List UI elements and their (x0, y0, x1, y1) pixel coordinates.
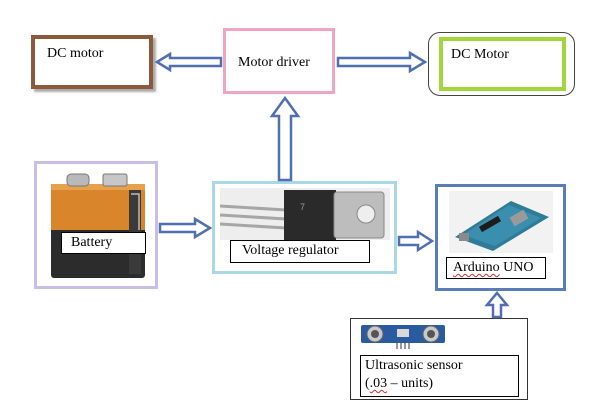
battery-box: Battery (34, 161, 158, 289)
arrow-driver-to-left-motor (154, 51, 223, 73)
arrow-sensor-to-arduino (484, 291, 510, 319)
arduino-board-image (449, 191, 553, 253)
ultrasonic-label-units: – units) (387, 376, 434, 391)
ultrasonic-box: Ultrasonic sensor (.03 – units) (350, 318, 528, 400)
ultrasonic-label-value: .03 (369, 376, 388, 391)
arduino-label-word: Arduino (453, 260, 500, 275)
ultrasonic-label-box: Ultrasonic sensor (.03 – units) (360, 355, 519, 397)
battery-label-box: Battery (61, 232, 146, 254)
ultrasonic-label-open-paren: ( (365, 376, 370, 391)
ultrasonic-label-line1: Ultrasonic sensor (365, 358, 463, 373)
dc-motor-left-box: DC motor (31, 35, 153, 89)
battery-image (51, 173, 145, 278)
ultrasonic-label-line2: (.03 – units) (365, 376, 433, 392)
voltage-regulator-label-box: Voltage regulator (230, 240, 370, 263)
voltage-regulator-image: 7 (220, 188, 390, 240)
motor-driver-box: Motor driver (223, 28, 335, 94)
arduino-label: Arduino UNO (453, 260, 534, 276)
arrow-battery-to-regulator (158, 216, 213, 240)
arduino-label-box: Arduino UNO (446, 257, 546, 279)
motor-driver-label: Motor driver (238, 55, 310, 70)
arrow-regulator-to-arduino (397, 229, 435, 253)
arduino-box: Arduino UNO (435, 184, 566, 291)
voltage-regulator-box: 7 Voltage regulator (212, 181, 397, 274)
dc-motor-left-label: DC motor (47, 46, 104, 61)
voltage-regulator-label: Voltage regulator (242, 243, 339, 258)
arrow-driver-to-right-motor (336, 50, 428, 74)
ultrasonic-sensor-image (361, 325, 445, 349)
dc-motor-right-box: DC Motor (428, 32, 575, 96)
svg-text:7: 7 (300, 202, 305, 212)
battery-label: Battery (71, 235, 113, 250)
arrow-regulator-to-driver (269, 95, 301, 182)
dc-motor-right-label: DC Motor (451, 47, 509, 62)
dc-motor-right-inner-frame: DC Motor (439, 37, 566, 91)
arduino-label-model: UNO (503, 260, 534, 275)
